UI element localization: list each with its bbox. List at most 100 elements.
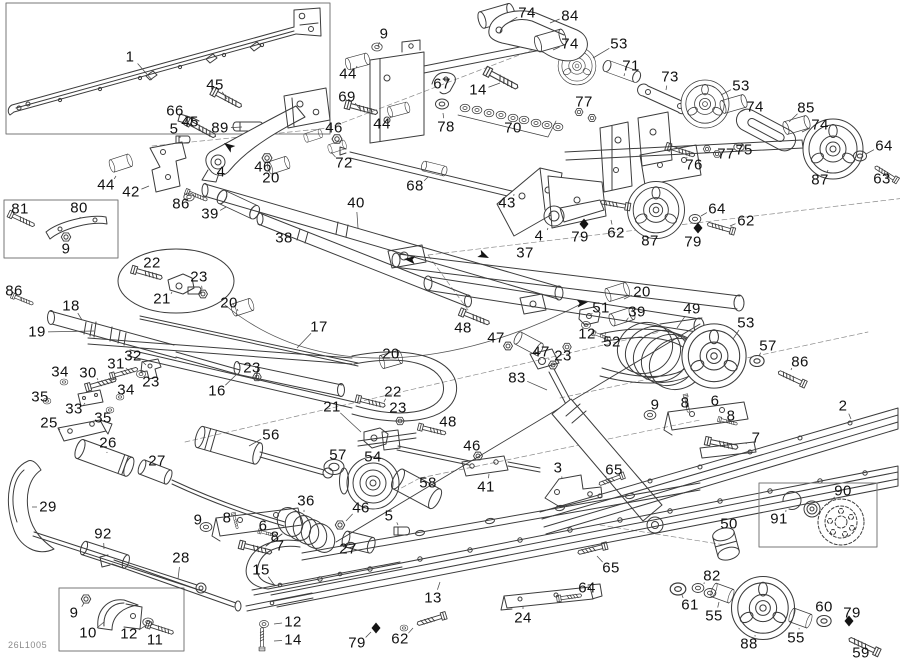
part-callout-46: 46 [352, 499, 370, 517]
part-callout-58: 58 [419, 474, 437, 492]
part-callout-57: 57 [329, 446, 347, 464]
part-callout-52: 52 [603, 333, 621, 351]
part-callout-12: 12 [284, 613, 302, 631]
part-callout-9: 9 [379, 25, 389, 43]
part-callout-78: 78 [437, 118, 455, 136]
part-callout-24: 24 [514, 609, 532, 627]
part-callout-81: 81 [11, 200, 29, 218]
part-callout-2: 2 [838, 397, 848, 415]
part-callout-86: 86 [791, 353, 809, 371]
part-callout-57: 57 [759, 337, 777, 355]
part-callout-49: 49 [683, 300, 701, 318]
part-callout-27: 27 [148, 452, 166, 470]
part-callout-54: 54 [364, 448, 382, 466]
part-callout-23: 23 [389, 399, 407, 417]
part-callout-38: 38 [275, 229, 293, 247]
part-callout-21: 21 [323, 398, 341, 416]
slide-rails [199, 393, 899, 652]
part-callout-87: 87 [811, 171, 829, 189]
part-callout-4: 4 [534, 227, 544, 245]
part-callout-44: 44 [373, 115, 391, 133]
part-callout-69: 69 [338, 88, 356, 106]
part-callout-59: 59 [852, 644, 870, 659]
part-callout-5: 5 [169, 120, 179, 138]
part-callout-46: 46 [254, 158, 272, 176]
part-callout-47: 47 [532, 343, 550, 361]
part-callout-21: 21 [153, 290, 171, 308]
part-callout-14: 14 [284, 631, 302, 649]
part-callout-44: 44 [339, 65, 357, 83]
diagram-code: 26L1005 [8, 640, 48, 650]
part-callout-35: 35 [94, 409, 112, 427]
part-callout-44: 44 [97, 176, 115, 194]
part-callout-3: 3 [553, 459, 563, 477]
part-callout-17: 17 [310, 318, 328, 336]
part-callout-4: 4 [216, 163, 226, 181]
part-callout-74: 74 [746, 98, 764, 116]
part-callout-77: 77 [717, 145, 735, 163]
part-callout-86: 86 [172, 195, 190, 213]
part-callout-18: 18 [62, 297, 80, 315]
part-callout-88: 88 [740, 635, 758, 653]
part-callout-64: 64 [875, 137, 893, 155]
part-callout-33: 33 [65, 400, 83, 418]
part-callout-67: 67 [433, 75, 451, 93]
part-callout-9: 9 [193, 511, 203, 529]
part-callout-64: 64 [708, 200, 726, 218]
part-callout-46: 46 [325, 119, 343, 137]
part-callout-55: 55 [787, 629, 805, 647]
part-callout-79: 79 [348, 634, 366, 652]
part-callout-8: 8 [270, 528, 280, 546]
part-callout-79: 79 [843, 604, 861, 622]
part-callout-65: 65 [605, 461, 623, 479]
part-callout-63: 63 [873, 170, 891, 188]
part-callout-43: 43 [498, 194, 516, 212]
part-callout-20: 20 [220, 294, 238, 312]
part-callout-1: 1 [125, 48, 135, 66]
part-callout-64: 64 [578, 579, 596, 597]
part-callout-74: 74 [811, 116, 829, 134]
part-callout-22: 22 [143, 254, 161, 272]
part-callout-34: 34 [117, 381, 135, 399]
part-callout-23: 23 [243, 359, 261, 377]
top-carrier-assembly [302, 39, 597, 202]
front-suspension-arm [10, 292, 704, 449]
inset-box-front-rail [5, 2, 331, 135]
part-callout-39: 39 [628, 303, 646, 321]
part-callout-8: 8 [726, 407, 736, 425]
inset-box-stopper [3, 199, 119, 259]
part-callout-23: 23 [190, 268, 208, 286]
part-callout-53: 53 [732, 77, 750, 95]
part-callout-51: 51 [592, 299, 610, 317]
part-callout-60: 60 [815, 598, 833, 616]
part-callout-39: 39 [201, 205, 219, 223]
part-callout-29: 29 [39, 498, 57, 516]
part-callout-31: 31 [107, 355, 125, 373]
part-callout-77: 77 [575, 93, 593, 111]
part-callout-8: 8 [680, 394, 690, 412]
part-callout-56: 56 [262, 426, 280, 444]
part-callout-74: 74 [561, 35, 579, 53]
part-callout-68: 68 [406, 177, 424, 195]
part-callout-9: 9 [650, 396, 660, 414]
part-callout-72: 72 [335, 154, 353, 172]
lower-left-linkage [7, 419, 541, 612]
part-callout-79: 79 [571, 228, 589, 246]
part-callout-5: 5 [384, 507, 394, 525]
part-callout-66: 66 [166, 102, 184, 120]
part-callout-7: 7 [751, 429, 761, 447]
part-callout-62: 62 [737, 212, 755, 230]
part-callout-19: 19 [28, 323, 46, 341]
part-callout-26: 26 [99, 434, 117, 452]
part-callout-45: 45 [206, 76, 224, 94]
part-callout-23: 23 [554, 347, 572, 365]
part-callout-16: 16 [208, 382, 226, 400]
part-callout-11: 11 [146, 631, 164, 649]
part-callout-36: 36 [297, 492, 315, 510]
part-callout-41: 41 [477, 478, 495, 496]
part-callout-61: 61 [681, 596, 699, 614]
part-callout-27: 27 [339, 540, 357, 558]
